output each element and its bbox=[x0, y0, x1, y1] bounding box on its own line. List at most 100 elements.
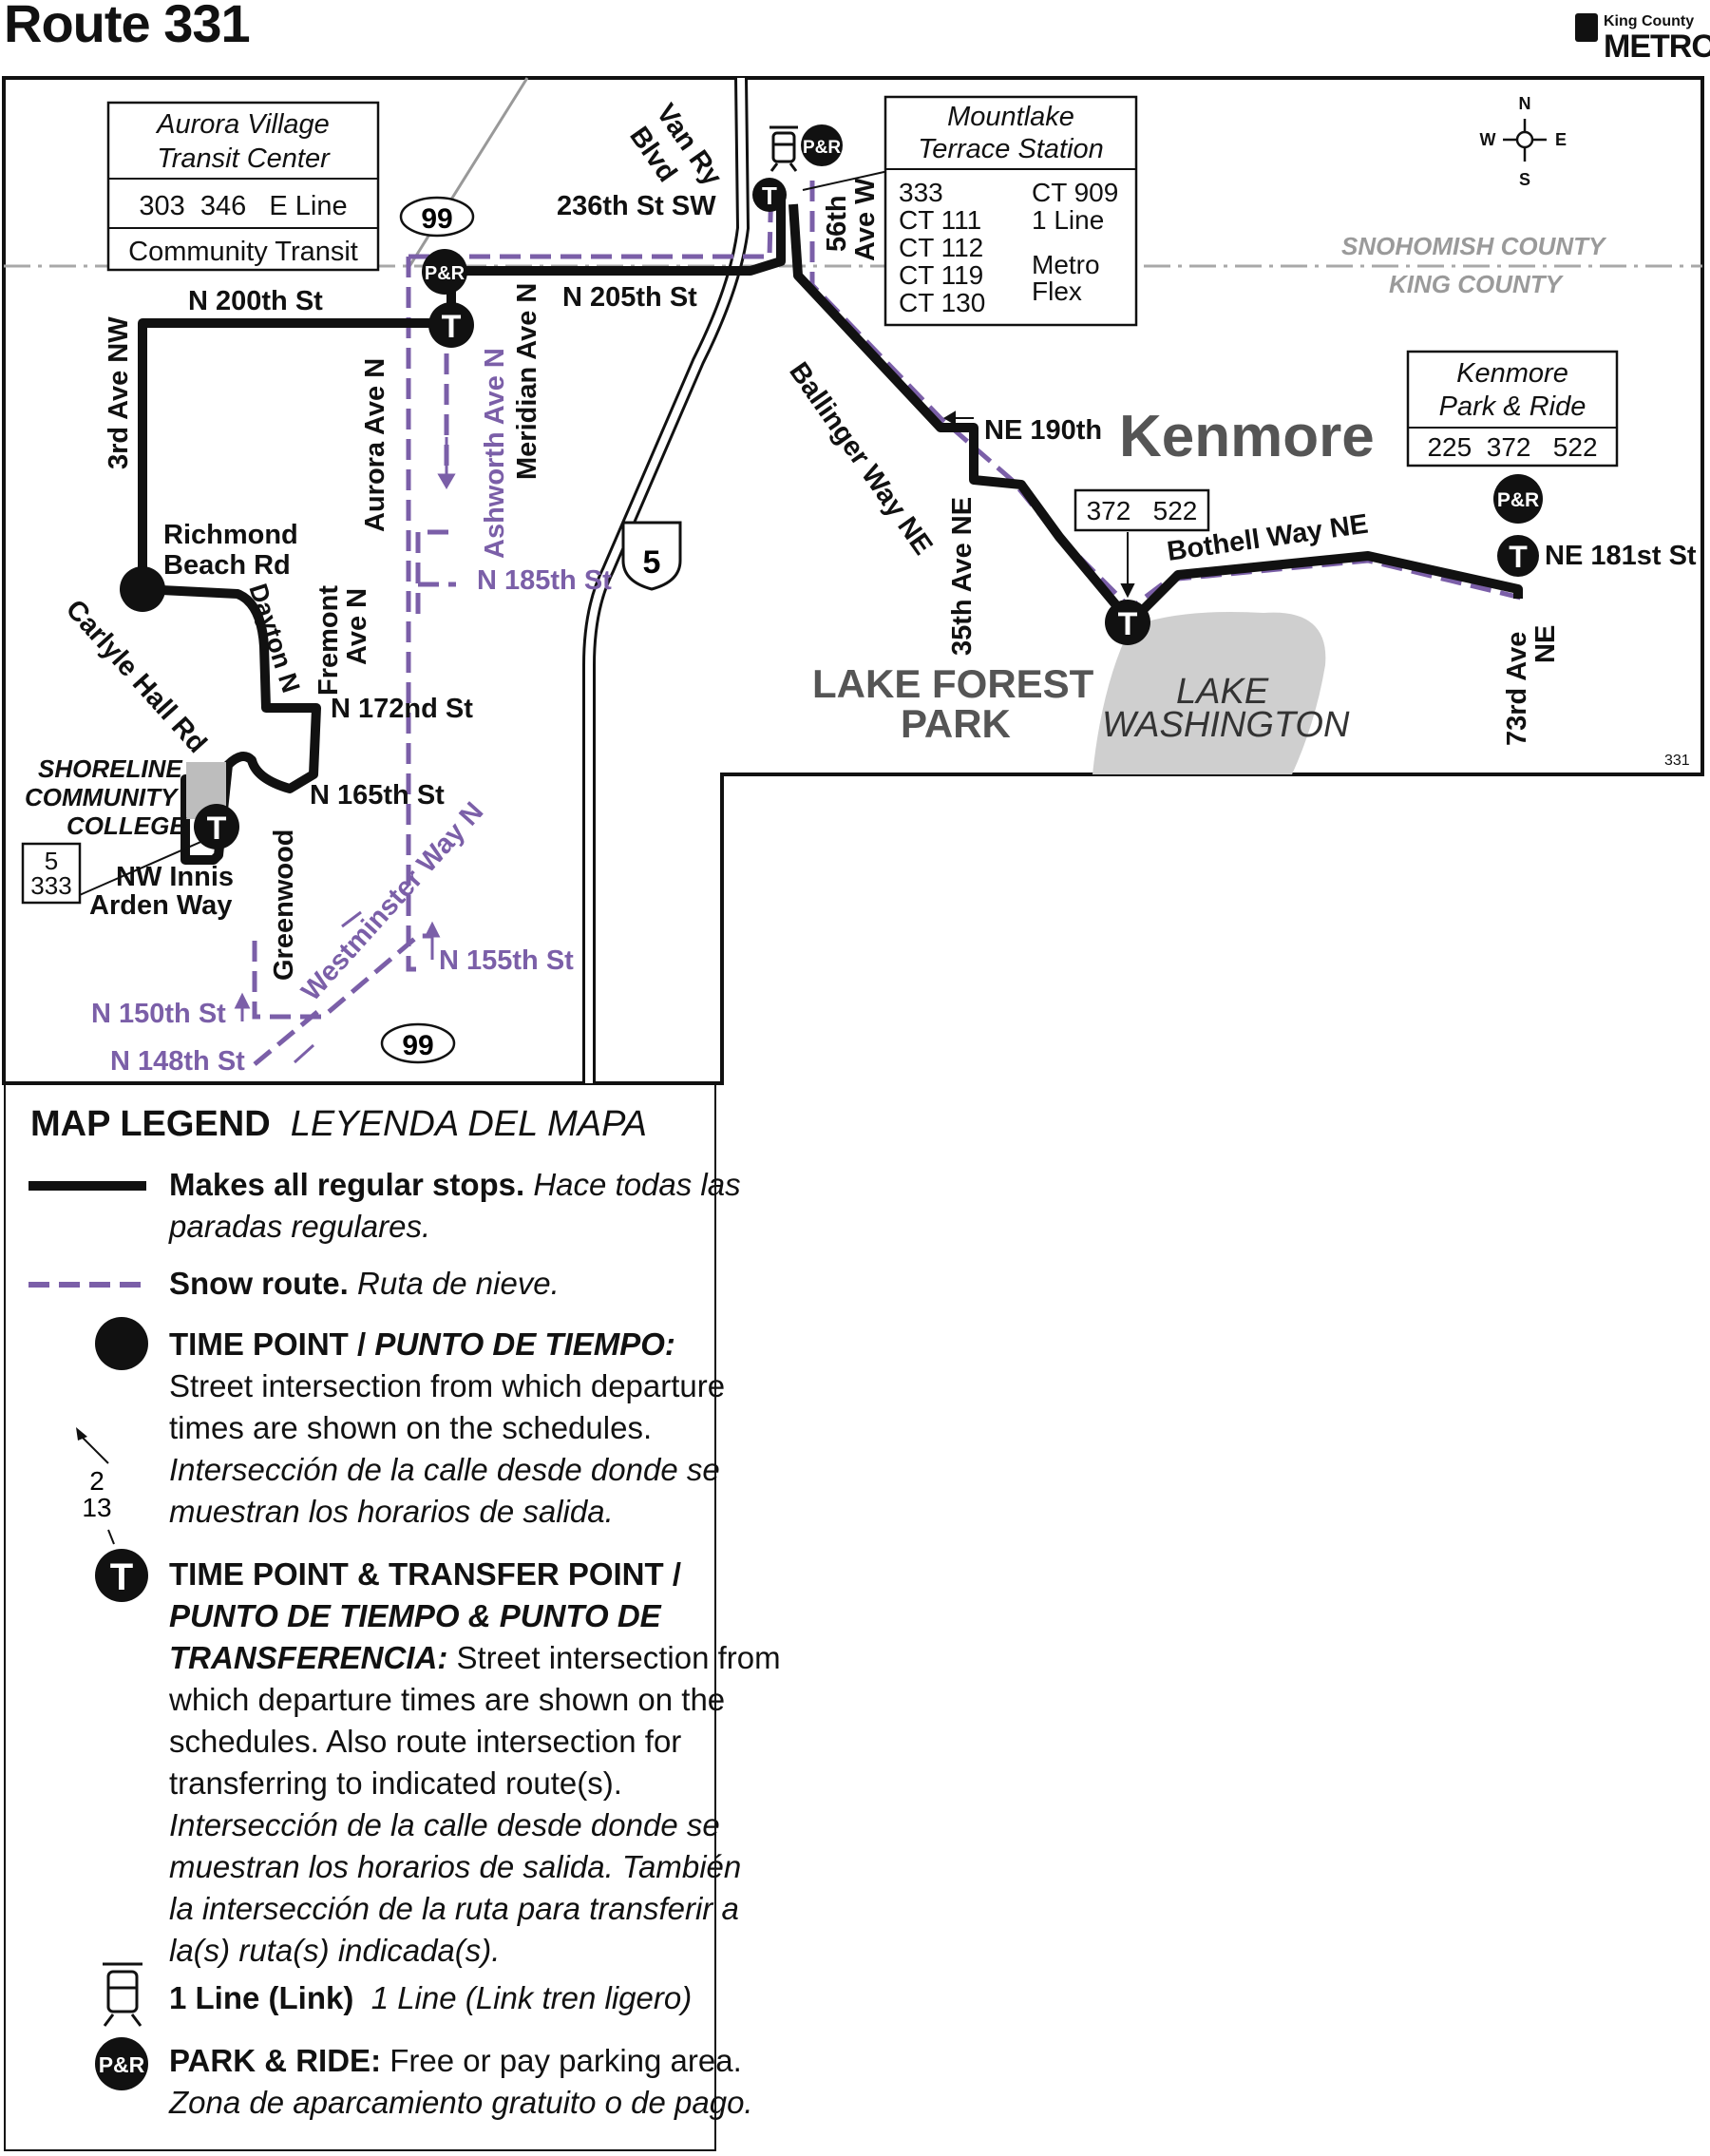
label-washington: WASHINGTON bbox=[1102, 705, 1350, 745]
direction-arrows bbox=[234, 437, 456, 1064]
label-ashworth: Ashworth Ave N bbox=[480, 348, 510, 559]
legend-arrow-num-2: 13 bbox=[82, 1493, 111, 1522]
label-73rd: 73rd Ave bbox=[1502, 632, 1532, 746]
label-n-150th: N 150th St bbox=[91, 999, 226, 1029]
light-rail-icon-mountlake bbox=[770, 125, 798, 172]
svg-text:T: T bbox=[762, 181, 777, 210]
transfer-point-college: T bbox=[194, 804, 239, 849]
hwy-99-label-bottom: 99 bbox=[402, 1030, 433, 1061]
legend-transfer-line-9: la intersección de la ruta para transfer… bbox=[169, 1891, 739, 1926]
legend-transfer-line-6: transferring to indicated route(s). bbox=[169, 1765, 622, 1801]
label-aurora: Aurora Ave N bbox=[360, 358, 390, 532]
label-ave-w: Ave W bbox=[850, 178, 881, 261]
time-point-richmond-beach bbox=[120, 566, 165, 612]
label-king-county: KING COUNTY bbox=[1389, 270, 1565, 298]
compass-rose-icon bbox=[1503, 119, 1547, 162]
svg-text:CT 111: CT 111 bbox=[899, 205, 981, 235]
label-n-148th: N 148th St bbox=[110, 1046, 245, 1077]
svg-text:Aurora Village: Aurora Village bbox=[155, 109, 330, 140]
svg-text:P&R: P&R bbox=[99, 2052, 145, 2077]
label-college: COLLEGE bbox=[66, 811, 186, 840]
svg-text:CT 130: CT 130 bbox=[899, 288, 985, 317]
interstate-5-shield: 5 bbox=[621, 521, 682, 591]
route-ballinger-bothell bbox=[788, 203, 1523, 627]
label-nw-innis: NW Innis bbox=[116, 862, 234, 892]
label-park: PARK bbox=[901, 701, 1011, 746]
svg-text:T: T bbox=[1118, 606, 1138, 642]
label-35th: 35th Ave NE bbox=[947, 497, 978, 656]
svg-text:Terrace Station: Terrace Station bbox=[918, 134, 1104, 164]
legend-regular-text: Makes all regular stops. Hace todas las bbox=[169, 1167, 741, 1202]
legend-park-ride-icon bbox=[95, 2037, 148, 2090]
legend-tp-line-2: times are shown on the schedules. bbox=[169, 1410, 653, 1445]
ne190-arrow bbox=[943, 410, 974, 426]
map-code: 331 bbox=[1664, 753, 1690, 769]
label-236th: 236th St SW bbox=[557, 191, 716, 221]
legend-transfer-title: TIME POINT & TRANSFER POINT / bbox=[169, 1556, 682, 1592]
svg-text:CT 909: CT 909 bbox=[1032, 178, 1118, 207]
king-county-crown-icon bbox=[1575, 13, 1598, 42]
label-lake-forest: LAKE FOREST bbox=[812, 661, 1094, 706]
svg-text:Mountlake: Mountlake bbox=[947, 102, 1074, 132]
legend-transfer-line-3: TRANSFERENCIA: Street intersection from bbox=[169, 1640, 781, 1675]
legend-park-ride-text-2: Zona de aparcamiento gratuito o de pago. bbox=[169, 2085, 753, 2120]
transfer-point-ne-181st: T bbox=[1497, 535, 1539, 577]
route-372-522-box: 372 522 bbox=[1074, 488, 1210, 532]
kenmore-park-ride-box: Kenmore Park & Ride 225 372 522 bbox=[1406, 350, 1619, 467]
svg-text:CT 112: CT 112 bbox=[899, 233, 983, 262]
label-community: COMMUNITY bbox=[25, 783, 180, 811]
svg-text:P&R: P&R bbox=[1497, 489, 1539, 511]
transfer-point-mountlake: T bbox=[752, 178, 787, 212]
transfer-point-lake-forest-park: T bbox=[1105, 600, 1150, 645]
legend-link-text: 1 Line (Link) 1 Line (Link tren ligero) bbox=[169, 1980, 693, 2015]
svg-text:P&R: P&R bbox=[803, 138, 841, 158]
legend-transfer-line-7: Intersección de la calle desde donde se bbox=[169, 1807, 720, 1842]
compass-n: N bbox=[1519, 94, 1531, 113]
legend-time-point-text: TIME POINT / PUNTO DE TIEMPO: bbox=[169, 1326, 675, 1362]
label-n-165th: N 165th St bbox=[310, 780, 445, 811]
mountlake-terrace-box: Mountlake Terrace Station 333 CT 111 CT … bbox=[884, 95, 1138, 327]
legend-transfer-title-2: PUNTO DE TIEMPO & PUNTO DE bbox=[169, 1598, 661, 1633]
label-snohomish-county: SNOHOMISH COUNTY bbox=[1341, 232, 1607, 260]
i5-label: 5 bbox=[643, 544, 661, 581]
legend-tp-line-1: Street intersection from which departure bbox=[169, 1368, 726, 1403]
legend-transfer-line-8: muestran los horarios de salida. También bbox=[169, 1849, 742, 1884]
svg-text:T: T bbox=[442, 309, 462, 345]
hwy-99-label-top: 99 bbox=[421, 203, 452, 235]
label-meridian: Meridian Ave N bbox=[512, 283, 542, 480]
svg-text:P&R: P&R bbox=[425, 263, 466, 284]
snow-route-aurora bbox=[406, 257, 418, 972]
label-lake: LAKE bbox=[1176, 672, 1269, 712]
svg-text:CT 119: CT 119 bbox=[899, 260, 983, 290]
label-beach-rd: Beach Rd bbox=[163, 550, 291, 581]
legend-transfer-point-icon bbox=[95, 1549, 148, 1602]
svg-text:Metro: Metro bbox=[1032, 250, 1100, 279]
label-fremont: Fremont bbox=[314, 585, 344, 696]
label-n-205th: N 205th St bbox=[562, 282, 697, 313]
route-richmond-college bbox=[142, 584, 321, 865]
svg-text:T: T bbox=[207, 811, 227, 847]
legend-title: MAP LEGEND LEYENDA DEL MAPA bbox=[30, 1104, 648, 1144]
label-ne-181st: NE 181st St bbox=[1545, 541, 1697, 571]
label-arden-way: Arden Way bbox=[89, 890, 232, 921]
legend-snow-text: Snow route. Ruta de nieve. bbox=[169, 1266, 560, 1301]
legend-tp-line-3: Intersección de la calle desde donde se bbox=[169, 1452, 720, 1487]
svg-text:T: T bbox=[1509, 540, 1528, 574]
label-dayton: Dayton N bbox=[243, 581, 305, 696]
legend-light-rail-icon bbox=[103, 1962, 142, 2027]
park-ride-icon-mountlake: P&R bbox=[801, 124, 843, 166]
compass-s: S bbox=[1519, 170, 1530, 189]
logo-metro-text: METRO bbox=[1604, 29, 1710, 65]
label-3rd-ave: 3rd Ave NW bbox=[104, 316, 134, 469]
legend-transfer-line-4: which departure times are shown on the bbox=[169, 1682, 726, 1717]
legend-transfer-line-10: la(s) ruta(s) indicada(s). bbox=[169, 1933, 501, 1968]
legend-arrow-icon bbox=[79, 1434, 109, 1464]
map-legend: T P&R 2 13 MAP LEGEND LEYENDA DEL MAPA M… bbox=[4, 1083, 781, 2151]
legend-regular-text-2: paradas regulares. bbox=[169, 1209, 431, 1244]
svg-text:1 Line: 1 Line bbox=[1032, 205, 1104, 235]
compass-w: W bbox=[1480, 130, 1496, 149]
svg-text:333: 333 bbox=[899, 178, 943, 207]
legend-transfer-line-5: schedules. Also route intersection for bbox=[169, 1724, 682, 1759]
interstate-5-inner bbox=[585, 77, 748, 1083]
legend-time-point-icon bbox=[95, 1317, 148, 1370]
